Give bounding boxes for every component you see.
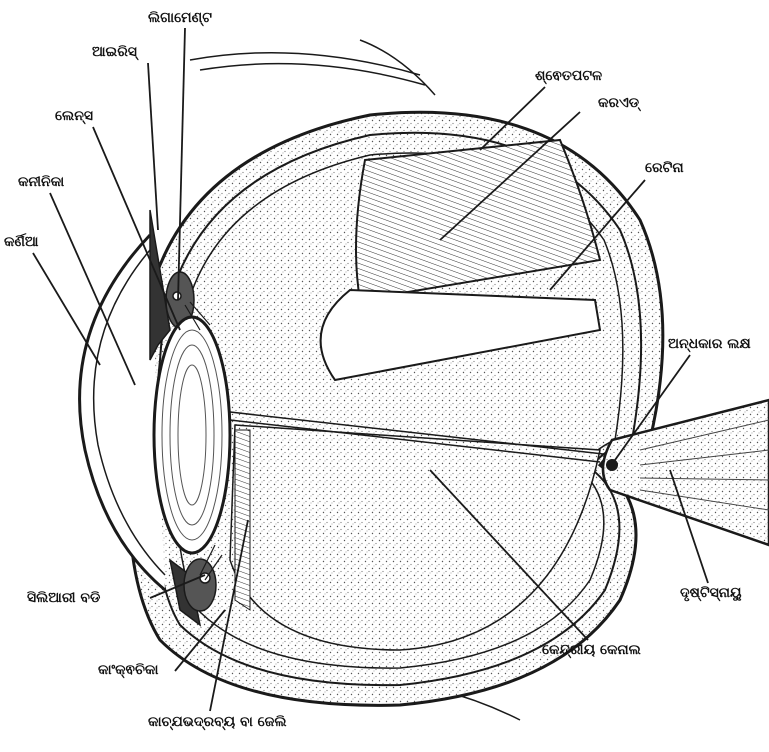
label-retina: ରେଟିନା <box>645 160 684 176</box>
lens-shape <box>154 317 230 553</box>
label-central-canal: କେନ୍ଦ୍ରୀୟ କେନାଲ <box>542 642 641 658</box>
label-ciliary-body: ସିଲିଆରୀ ବଡି <box>27 590 100 606</box>
label-iris: ଆଇରିସ୍ <box>92 44 137 60</box>
label-blind-spot: ଅନ୍ଧକାର ଲକ୍ଷ <box>668 336 751 352</box>
label-cornea: କର୍ଣିଆ <box>4 234 38 250</box>
label-aqueous-chamber: କାଂକ୍ଵଚିକା <box>98 662 158 678</box>
label-optic-nerve: ଦୃଷ୍ଟିସ୍ନାୟୁ <box>680 585 742 601</box>
label-ligament: ଲିଗାମେଣ୍ଟ <box>148 10 212 26</box>
label-lens: ଲେନ୍ସ <box>55 108 93 124</box>
label-pupil: କନୀନିକା <box>18 174 64 190</box>
label-sclera: ଶ୍ଵେତପଟଳ <box>535 68 602 84</box>
label-choroid: କରଏଡ୍ <box>598 95 639 111</box>
label-vitreous-jelly: କାଚ୍ଯଭଦ୍ରବ୍ୟ ବା ଜେଲି <box>148 714 287 730</box>
blind-spot-mark <box>606 459 618 471</box>
